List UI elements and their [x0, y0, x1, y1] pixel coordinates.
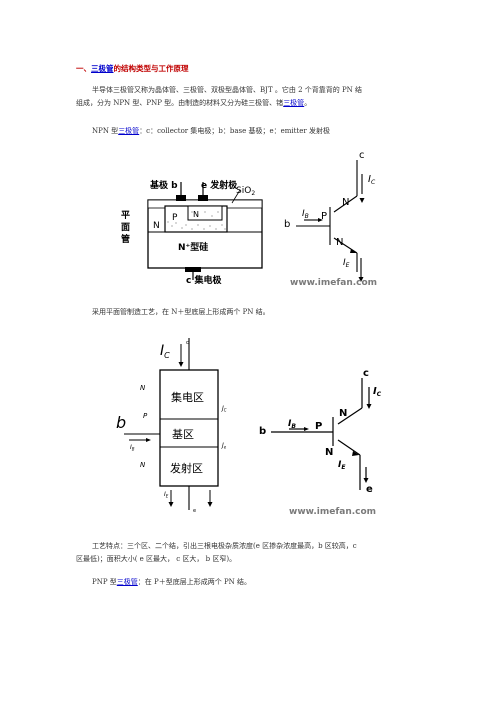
jc-label: JC	[221, 405, 227, 413]
region-c-top-label: c	[186, 340, 189, 346]
sym1-n-bottom-label: N	[336, 237, 343, 248]
process-line-1: 工艺特点：三个区、二个结，引出三根电极杂质浓度(e 区掺杂浓度最高，b 区较高，…	[92, 542, 357, 550]
region-ie-label: IE	[164, 491, 169, 499]
sym1-ie-label: IE	[343, 258, 350, 269]
sym1-ic-label: IC	[368, 174, 376, 186]
sym1-ib-label: IB	[302, 209, 309, 220]
region-e-bottom-label: e	[193, 508, 196, 514]
planar-label-1: 平	[121, 210, 130, 221]
watermark-1: www.imefan.com	[290, 278, 377, 288]
npn-symbol-1	[296, 160, 363, 277]
planar-process-line: 采用平面管制造工艺，在 N＋型底层上形成两个 PN 结。	[92, 308, 270, 316]
n-region-label: N	[153, 221, 160, 231]
process-line-2: 区最低)；面积大小( e 区最大， c 区大， b 区窄)。	[76, 555, 237, 563]
pnp-link-transistor[interactable]: 三极管	[116, 578, 138, 586]
heading-rest: 的结构类型与工作原理	[113, 64, 189, 73]
sym1-p-label: P	[321, 211, 327, 222]
pnp-type-label: PNP 型	[92, 578, 117, 586]
intro-line-2: 组成，分为 NPN 型、PNP 型。由制造的材料又分为硅三极管、锗三极管。	[76, 97, 311, 110]
heading-prefix: 一、	[76, 64, 91, 73]
emitter-electrode-label: e 发射极	[201, 179, 238, 191]
base-electrode-label: 基极 b	[149, 179, 178, 191]
planar-label-2: 面	[121, 222, 130, 233]
npn-type-label: NPN 型	[92, 127, 119, 135]
substrate-label: N⁺型硅	[178, 241, 208, 253]
sym1-n-top-label: N	[342, 197, 349, 208]
npn-link-transistor[interactable]: 三极管	[118, 127, 140, 135]
npn-electrodes-text: ：c：collector 集电极；b：base 基极；e：emitter 发射极	[139, 127, 330, 135]
npn-symbol-2	[271, 378, 370, 490]
region-ic-label: IC	[160, 343, 170, 360]
sym2-n-bottom-label: N	[325, 447, 333, 458]
nplus-region-label: N	[193, 210, 199, 219]
sym2-b-label: b	[259, 426, 266, 437]
planar-cross-section: 基极 b e 发射极 SiO2 P N N N⁺型硅 c 集电极 平 面 管	[121, 179, 263, 286]
heading-link-transistor[interactable]: 三极管	[91, 64, 114, 73]
npn-symbol-2-arrows	[304, 404, 372, 483]
base-region-label: 基区	[172, 428, 194, 441]
emitter-region-label: 发射区	[170, 461, 203, 475]
intro-line-2-text: 组成，分为 NPN 型、PNP 型。由制造的材料又分为硅三极管、锗	[76, 99, 284, 107]
npn-intro-line: NPN 型三极管：c：collector 集电极；b：base 基极；e：emi…	[92, 125, 330, 138]
pnp-text: ：在 P＋型底层上形成两个 PN 结。	[137, 578, 252, 586]
sym2-ib-label: IB	[288, 419, 296, 430]
sym2-ic-label: IC	[373, 386, 382, 398]
sym1-b-label: b	[284, 219, 290, 230]
collector-region-label: 集电区	[171, 390, 204, 404]
section-heading: 一、三极管的结构类型与工作原理	[76, 63, 189, 74]
region-n-bottom-label: N	[140, 461, 146, 469]
sym2-c-label: c	[363, 368, 369, 379]
intro-link-transistor[interactable]: 三极管	[283, 99, 305, 107]
sym1-c-label: c	[359, 150, 365, 161]
sym2-n-top-label: N	[339, 408, 347, 419]
sym2-ie-label: IE	[338, 460, 346, 471]
pnp-intro-line: PNP 型三极管：在 P＋型底层上形成两个 PN 结。	[92, 576, 251, 589]
region-b-label: b	[116, 413, 126, 432]
region-p-label: P	[143, 412, 148, 420]
intro-line-1: 半导体三极管又称为晶体管、三极管、双极型晶体管、BJT 。它由 2 个背靠背的 …	[92, 86, 363, 94]
collector-electrode-label: c 集电极	[186, 274, 222, 286]
p-region-label: P	[172, 213, 178, 223]
region-n-top-label: N	[140, 384, 146, 392]
sym2-p-label: P	[315, 421, 322, 432]
region-diagram	[124, 338, 219, 510]
sym2-e-label: e	[366, 484, 373, 495]
planar-label-3: 管	[121, 233, 130, 245]
intro-line-2-end: 。	[304, 99, 312, 107]
npn-symbol-1-arrows	[318, 198, 365, 282]
region-ib-label: IB	[130, 444, 135, 452]
je-label: Je	[221, 442, 227, 450]
watermark-2: www.imefan.com	[289, 507, 376, 517]
sio2-label: SiO2	[236, 186, 255, 197]
